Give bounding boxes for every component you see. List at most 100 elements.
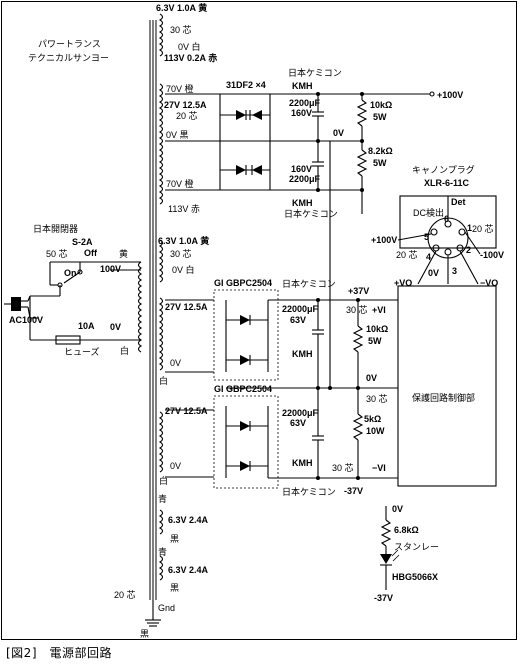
hv-rectifier bbox=[165, 91, 435, 300]
b-27v-label: 27V 12.5A bbox=[165, 406, 208, 416]
input-yellow-label: 黄 bbox=[119, 248, 128, 259]
led-minus37v-label: -37V bbox=[374, 593, 393, 603]
lv-cap-b-model-label: KMH bbox=[292, 458, 313, 468]
protection-block-label: 保護回路制御部 bbox=[412, 392, 475, 403]
xlr-connector bbox=[397, 195, 497, 285]
gnd-label: Gnd bbox=[158, 603, 175, 613]
lv-r-b-watt-label: 10W bbox=[366, 426, 385, 436]
xlr-dc-detect-label: DC検出 bbox=[413, 207, 444, 218]
sec-30core-top-label: 30 芯 bbox=[170, 24, 192, 35]
sec-63v-top-label: 6.3V 1.0A 黄 bbox=[156, 2, 207, 13]
sec-113v-red-top-label: 113V 0.2A 赤 bbox=[164, 52, 217, 63]
xlr-pin-5 bbox=[430, 228, 438, 236]
c-63v-label: 6.3V 2.4A bbox=[168, 515, 209, 525]
led-0v-label: 0V bbox=[392, 504, 403, 514]
pin1-label: 1 bbox=[467, 223, 472, 233]
c-blue-label: 青 bbox=[158, 493, 167, 504]
fuse-rating-label: 10A bbox=[78, 321, 95, 331]
hv-cap1-voltage-label: 160V bbox=[291, 108, 312, 118]
hv-r2-label: 8.2kΩ bbox=[368, 146, 393, 156]
lv-cap-maker-a-label: 日本ケミコン bbox=[282, 278, 336, 289]
hv-cap-maker-bottom-label: 日本ケミコン bbox=[284, 208, 338, 219]
lv-cap-b-value-label: 22000μF bbox=[282, 408, 319, 418]
a-0v-label: 0V bbox=[170, 358, 181, 368]
xlr-title-label: キャノンプラグ bbox=[412, 164, 475, 175]
protection-block bbox=[397, 285, 497, 487]
hv-0v-label: 0V bbox=[333, 128, 344, 138]
plus100v-label: +100V bbox=[437, 90, 463, 100]
xlr-model-label: XLR-6-11C bbox=[424, 178, 470, 188]
hv-cap1-value-label: 2200μF bbox=[289, 98, 321, 108]
pin4-label: 4 bbox=[426, 252, 431, 262]
mains-input bbox=[4, 261, 141, 345]
d-black-label: 黒 bbox=[170, 583, 179, 593]
lv-30core-a-label: 30 芯 bbox=[346, 304, 368, 315]
sec2-30core-label: 30 芯 bbox=[170, 248, 192, 259]
primary-winding bbox=[137, 261, 143, 353]
plus37v-label: +37V bbox=[348, 286, 369, 296]
xlr-20core-left-label: 20 芯 bbox=[396, 249, 418, 260]
hv-70v-bottom-label: 70V 橙 bbox=[166, 178, 194, 189]
led-resistor-label: 6.8kΩ bbox=[394, 525, 419, 535]
led-indicator bbox=[380, 506, 400, 590]
diode-hv-1 bbox=[236, 110, 247, 120]
xlr-housing bbox=[427, 217, 469, 259]
xlr-20core-right-label: 20 芯 bbox=[472, 223, 494, 234]
fuse-symbol bbox=[55, 335, 81, 345]
b-0v-label: 0V bbox=[170, 461, 181, 471]
diode-hv-3 bbox=[236, 165, 247, 175]
lv-r-b-label: 5kΩ bbox=[364, 414, 381, 424]
tap-100v-label: 100V bbox=[100, 264, 121, 274]
switch-model-label: S-2A bbox=[72, 237, 93, 247]
lv-cap-a-model-label: KMH bbox=[292, 349, 313, 359]
transformer-maker-label: テクニカルサンヨー bbox=[28, 53, 109, 63]
xlr-pin-1 bbox=[458, 228, 466, 236]
input-50core-label: 50 芯 bbox=[46, 248, 68, 259]
hv-diode-part-label: 31DF2 ×4 bbox=[226, 80, 266, 90]
transformer-core bbox=[145, 20, 161, 627]
switch-contact-off bbox=[77, 269, 83, 275]
secondary-windings bbox=[158, 13, 164, 581]
hv-r1-watt-label: 5W bbox=[373, 112, 387, 122]
hv-70v-top-label: 70V 橙 bbox=[166, 83, 194, 94]
bridge2-label: GI GBPC2504 bbox=[214, 384, 272, 394]
input-white-label: 白 bbox=[120, 345, 129, 356]
pin6-label: 6 bbox=[444, 214, 449, 224]
switch-maker-label: 日本開閉器 bbox=[33, 223, 78, 234]
hv-cap-maker-top-label: 日本ケミコン bbox=[288, 67, 342, 78]
bridge-2-box bbox=[213, 395, 279, 489]
fuse-label: ヒューズ bbox=[64, 346, 100, 357]
hv-0v-black-label: 0V 黒 bbox=[166, 130, 189, 140]
lv-cap-a-value-label: 22000μF bbox=[282, 304, 319, 314]
hv-113v-red-label: 113V 赤 bbox=[168, 204, 200, 214]
b-white-label: 白 bbox=[159, 475, 168, 486]
lv-cap-b-voltage-label: 63V bbox=[290, 418, 306, 428]
lv-supply bbox=[165, 285, 497, 489]
minus-vi-label: −VI bbox=[372, 463, 386, 473]
frame-black-label: 黒 bbox=[140, 629, 149, 639]
lv-cap-a-voltage-label: 63V bbox=[290, 315, 306, 325]
led-maker-label: スタンレー bbox=[394, 542, 439, 552]
xlr-0v-label: 0V bbox=[428, 268, 439, 278]
hv-r2-watt-label: 5W bbox=[373, 158, 387, 168]
led-icon bbox=[380, 554, 392, 564]
sec2-0v-white-label: 0V 白 bbox=[172, 264, 195, 275]
xlr-pin-3 bbox=[444, 248, 452, 256]
bridge1-label: GI GBPC2504 bbox=[214, 278, 272, 288]
pin2-label: 2 bbox=[466, 245, 471, 255]
pin3-label: 3 bbox=[452, 266, 457, 276]
sec-0v-white-top-label: 0V 白 bbox=[178, 41, 201, 52]
d-63v-label: 6.3V 2.4A bbox=[168, 565, 209, 575]
minus37v-label: -37V bbox=[344, 486, 363, 496]
pin5-label: 5 bbox=[424, 232, 429, 242]
bridge-1-box bbox=[213, 289, 279, 381]
lv-r-a-watt-label: 5W bbox=[368, 336, 382, 346]
switch-on-label: On bbox=[64, 268, 77, 278]
xlr-plus100-label: +100V bbox=[371, 235, 397, 245]
a-27v-label: 27V 12.5A bbox=[165, 302, 208, 312]
lv-30core-b-label: 30 芯 bbox=[366, 393, 388, 404]
lv-r-a-label: 10kΩ bbox=[366, 324, 388, 334]
plug-icon bbox=[11, 297, 21, 311]
ac100v-label: AC100V bbox=[9, 315, 43, 325]
switch-off-label: Off bbox=[84, 248, 98, 258]
